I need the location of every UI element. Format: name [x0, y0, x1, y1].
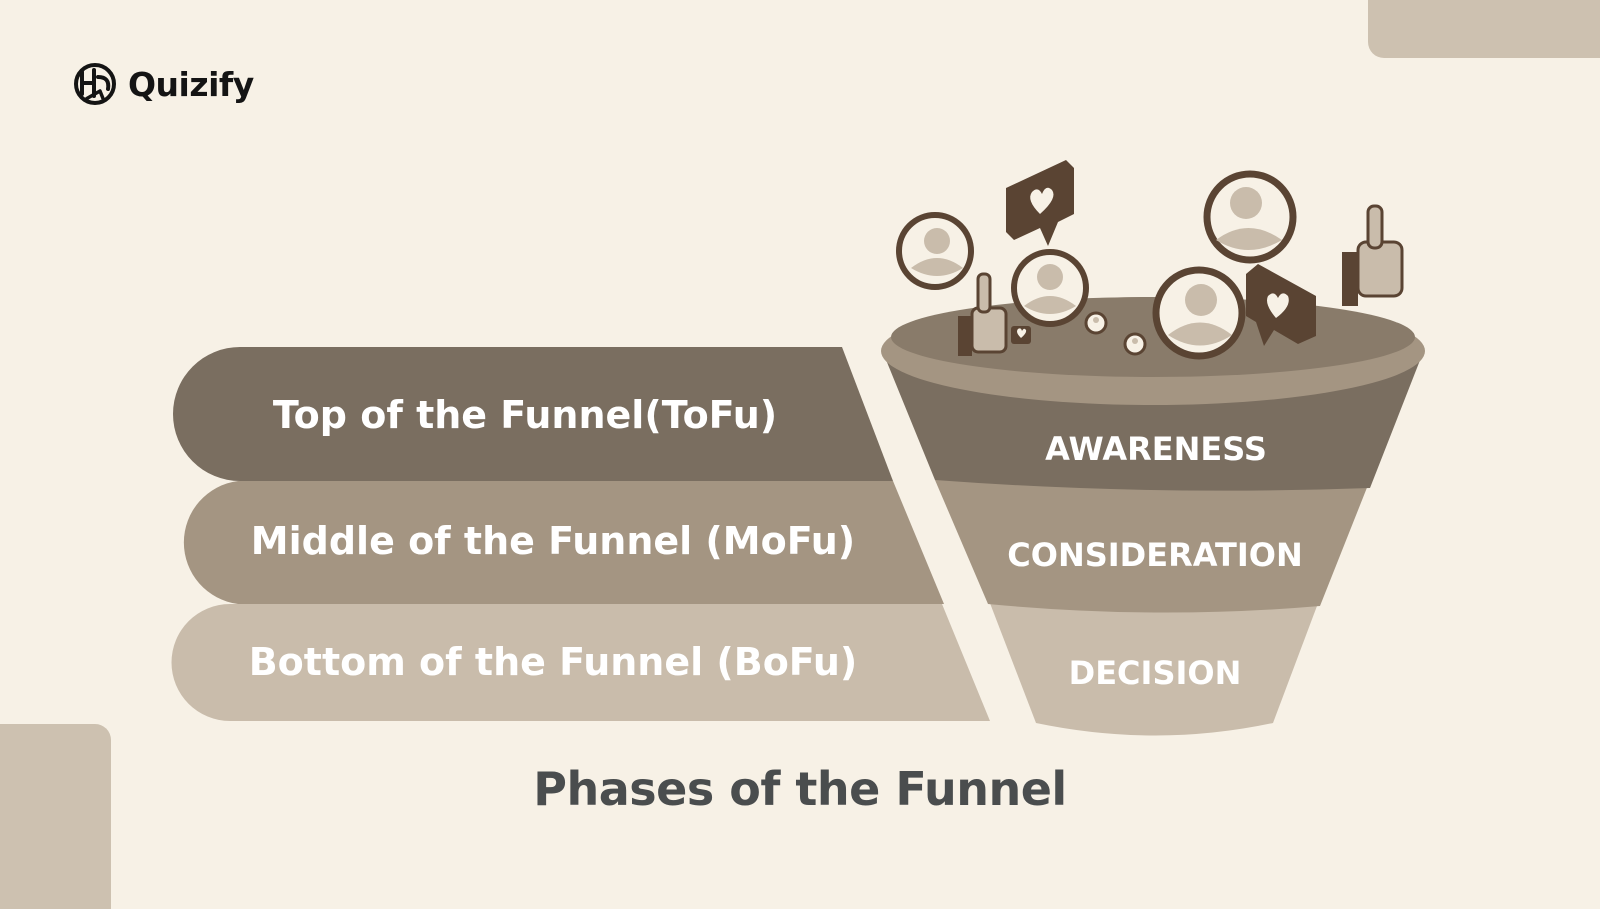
phase-band-mofu — [183, 481, 944, 604]
page-title: Phases of the Funnel — [533, 762, 1067, 816]
phase-band-bofu — [171, 604, 991, 721]
funnel-label-awareness: AWARENESS — [1045, 430, 1267, 468]
brand-name: Quizify — [128, 64, 254, 104]
heart-speech-bubble-icon — [1006, 160, 1074, 246]
phase-label-bofu: Bottom of the Funnel (BoFu) — [249, 640, 858, 684]
phase-label-mofu: Middle of the Funnel (MoFu) — [251, 519, 855, 563]
thumbs-up-icon — [958, 272, 1008, 356]
funnel-section-decision — [988, 598, 1320, 736]
corner-accent-top-right — [1368, 0, 1600, 58]
funnel-label-consideration: CONSIDERATION — [1007, 536, 1302, 574]
user-avatar-icon — [1203, 170, 1297, 264]
user-avatar-icon — [896, 212, 974, 290]
quizify-logo-icon — [74, 63, 116, 105]
user-avatar-icon — [1152, 266, 1246, 360]
user-avatar-icon — [1084, 311, 1108, 335]
funnel-section-consideration — [935, 480, 1370, 613]
heart-speech-bubble-icon — [1011, 326, 1031, 344]
phase-band-tofu — [173, 347, 893, 481]
user-avatar-icon — [1011, 249, 1089, 327]
brand: Quizify — [72, 58, 254, 110]
corner-accent-bottom-left — [0, 724, 111, 909]
phase-label-tofu: Top of the Funnel(ToFu) — [273, 393, 777, 437]
funnel-label-decision: DECISION — [1069, 654, 1242, 692]
heart-speech-bubble-icon — [1246, 264, 1316, 346]
thumbs-up-icon — [1342, 204, 1404, 306]
user-avatar-icon — [1123, 332, 1147, 356]
